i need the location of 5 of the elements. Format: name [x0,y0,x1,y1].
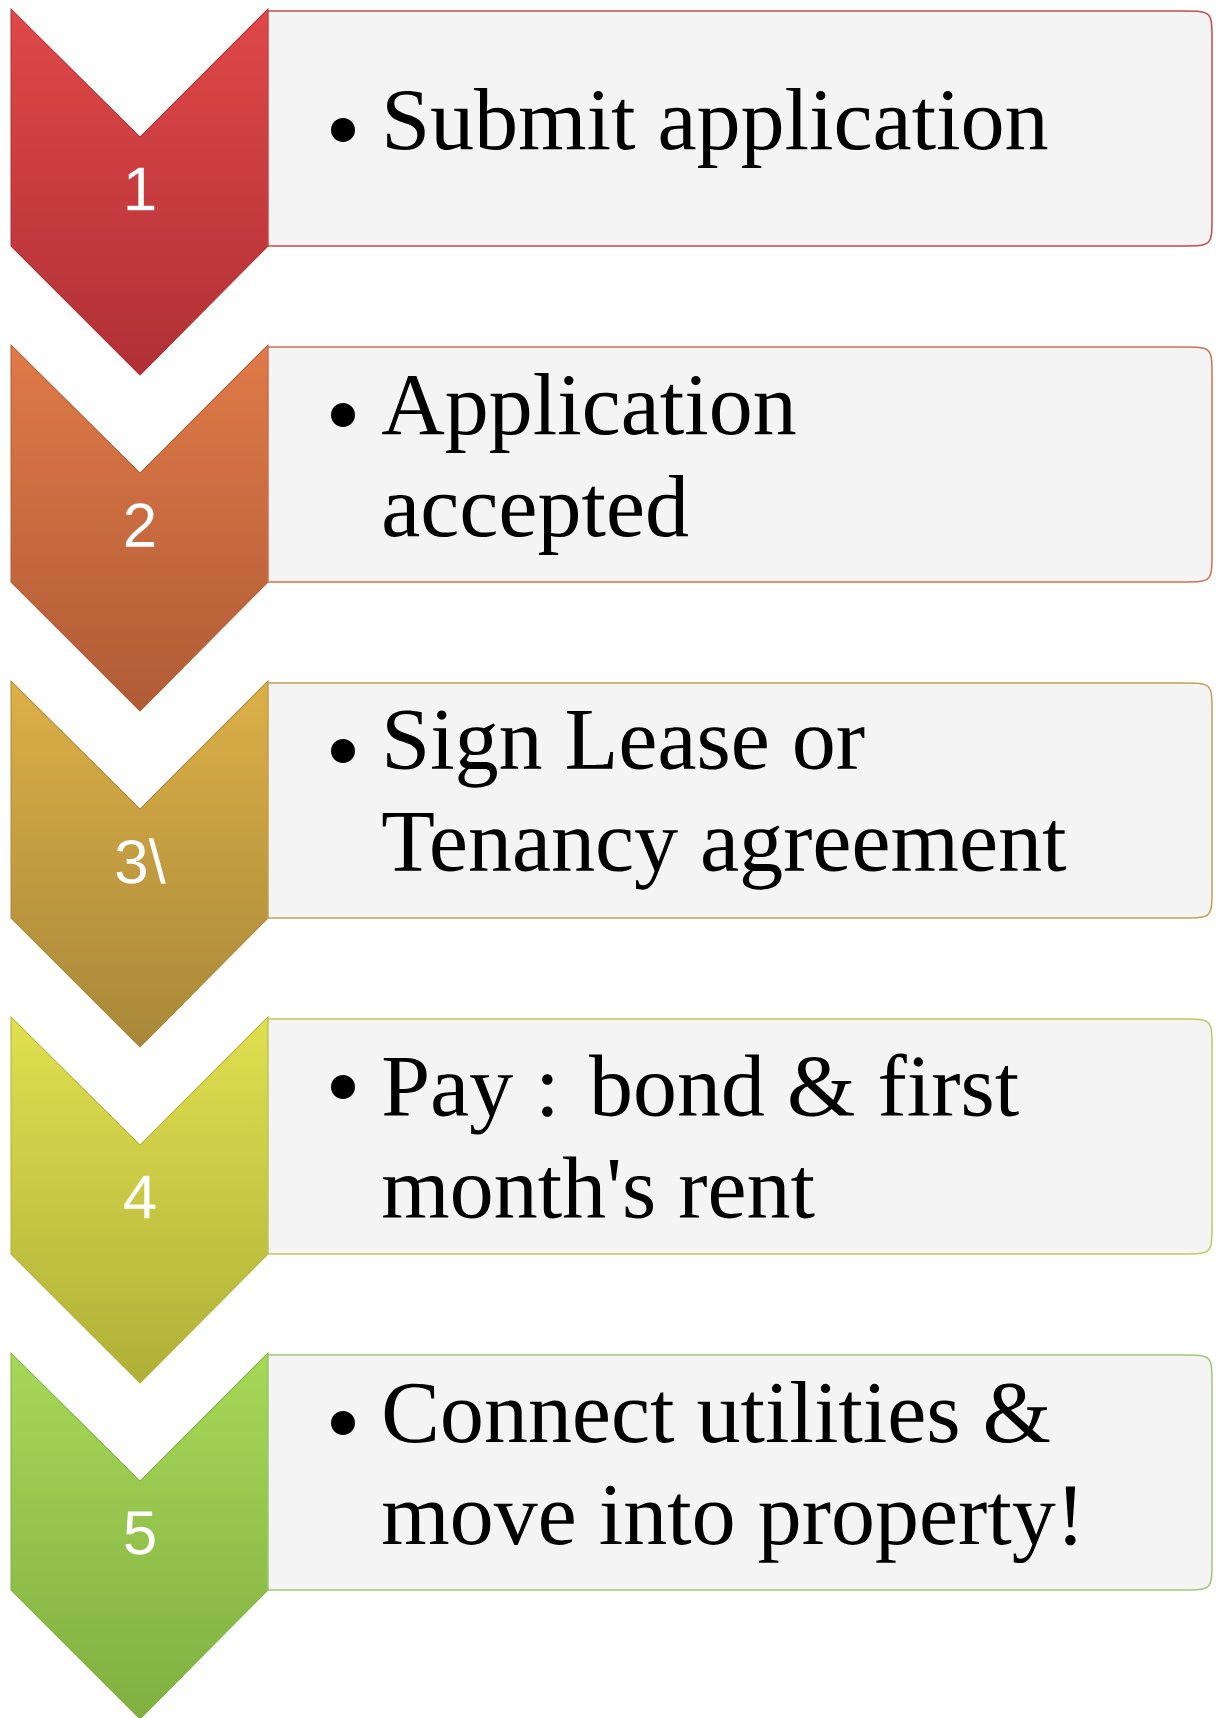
step-box: Connect utilities & move into property! [267,1354,1213,1591]
step-box: Application accepted [267,346,1213,583]
step-box: Pay : bond & first month's rent [267,1018,1213,1255]
step-box: Submit application [267,10,1213,247]
step-box: Sign Lease or Tenancy agreement [267,682,1213,919]
